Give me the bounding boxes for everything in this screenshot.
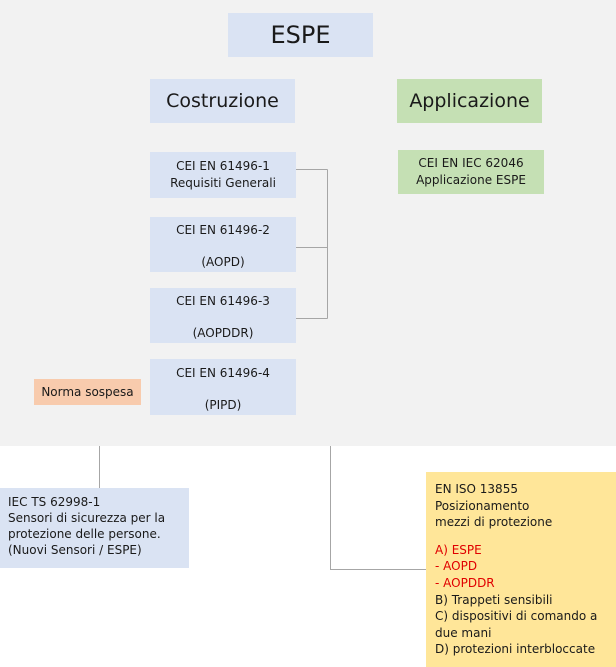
en-iso-13855-box: EN ISO 13855 Posizionamento mezzi di pro… xyxy=(426,472,616,667)
connector-en-iso xyxy=(330,446,426,570)
standard-62046-box: CEI EN IEC 62046 Applicazione ESPE xyxy=(398,150,544,194)
standard-code: CEI EN 61496-4 xyxy=(176,366,270,380)
standard-61496-3-box: CEI EN 61496-3 (AOPDDR) xyxy=(150,288,296,343)
highlighted-line: A) ESPE xyxy=(435,542,482,557)
iec-ts-62998-box: IEC TS 62998-1 Sensori di sicurezza per … xyxy=(0,488,189,568)
standard-desc: Applicazione ESPE xyxy=(416,173,526,187)
costruzione-box: Costruzione xyxy=(150,79,295,123)
text-line: protezione delle persone. xyxy=(8,527,161,541)
standard-code: CEI EN 61496-2 xyxy=(176,223,270,237)
text-line: IEC TS 62998-1 xyxy=(8,495,101,509)
text-line: (Nuovi Sensori / ESPE) xyxy=(8,543,142,557)
standard-code: CEI EN 61496-1 xyxy=(176,159,270,173)
standard-code: CEI EN IEC 62046 xyxy=(418,156,524,170)
standard-61496-1-box: CEI EN 61496-1 Requisiti Generali xyxy=(150,152,296,198)
text-line: D) protezioni interbloccate xyxy=(435,642,596,657)
text-line: EN ISO 13855 xyxy=(435,482,518,496)
applicazione-label: Applicazione xyxy=(409,90,530,112)
text-line: C) dispositivi di comando a due mani xyxy=(435,609,598,640)
text-line: Posizionamento xyxy=(435,498,530,513)
text-line: Sensori di sicurezza per la xyxy=(8,511,166,525)
background-panel xyxy=(0,0,616,446)
text-line: B) Trappeti sensibili xyxy=(435,592,553,607)
costruzione-label: Costruzione xyxy=(166,90,279,112)
standard-61496-2-box: CEI EN 61496-2 (AOPD) xyxy=(150,217,296,272)
text-line: mezzi di protezione xyxy=(435,515,553,530)
suspended-note-badge: Norma sospesa xyxy=(34,379,141,405)
espe-box: ESPE xyxy=(228,13,373,57)
highlighted-line: - AOPDDR xyxy=(435,576,495,591)
applicazione-box: Applicazione xyxy=(397,79,542,123)
standard-61496-4-box: CEI EN 61496-4 (PIPD) xyxy=(150,359,296,415)
standard-code: CEI EN 61496-3 xyxy=(176,294,270,308)
standard-desc: (AOPDDR) xyxy=(192,326,254,340)
espe-label: ESPE xyxy=(270,21,331,49)
highlighted-line: - AOPD xyxy=(435,559,478,574)
standard-desc: (PIPD) xyxy=(204,398,242,412)
standard-desc: Requisiti Generali xyxy=(170,176,276,190)
suspended-note-label: Norma sospesa xyxy=(41,385,134,399)
standard-desc: (AOPD) xyxy=(201,255,245,269)
